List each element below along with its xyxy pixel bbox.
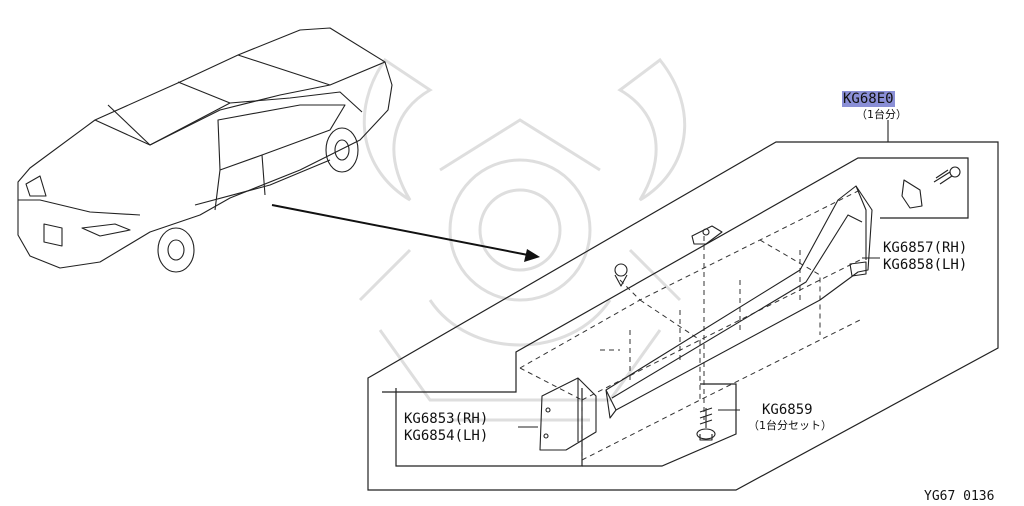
screw-bottom [696,407,716,441]
assembly-frame [367,141,999,491]
clip-left [614,263,628,287]
kit-quantity-label: （1台分） [856,108,907,121]
diagram-code: YG67 0136 [924,489,995,504]
front-sill-part [539,377,597,451]
fastener-quantity-label: （1台分セット） [748,419,832,432]
car-illustration [17,27,393,273]
screw-top [933,166,961,185]
watermark-emblem [358,57,687,422]
bracket-part [901,179,923,209]
fastener-frame [582,383,737,467]
fastener-set-label[interactable]: KG6859 [762,402,813,418]
front-frame [395,388,583,467]
rear-sill-lh-label[interactable]: KG6858(LH) [883,257,968,273]
rear-sill-part [605,185,873,419]
rear-sill-rh-label[interactable]: KG6857(RH) [883,240,968,256]
end-cap [849,261,867,277]
inner-frame [382,157,969,393]
kit-part-number-highlight[interactable]: KG68E0 [842,91,895,107]
front-sill-lh-label[interactable]: KG6854(LH) [404,428,489,444]
clip-top [691,225,723,245]
kit-part-number[interactable]: KG68E0 [842,91,895,107]
front-sill-rh-label[interactable]: KG6853(RH) [404,411,489,427]
pointer-arrow [271,204,540,262]
